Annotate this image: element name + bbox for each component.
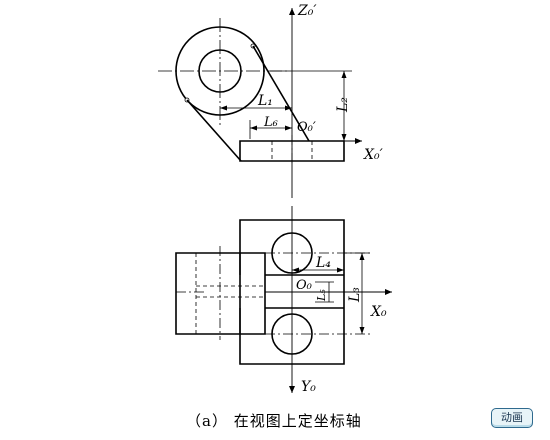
z-axis-label: Z₀′ xyxy=(297,3,317,19)
l5-label: L₅ xyxy=(315,289,328,302)
rib-edge-right xyxy=(253,46,309,141)
cylinder-projection xyxy=(176,253,265,334)
y-axis-label: Y₀ xyxy=(301,379,316,395)
x-axis-top-label: X₀ xyxy=(370,304,387,320)
origin-top-label: O₀ xyxy=(296,278,313,293)
figure-caption: （a） 在视图上定坐标轴 xyxy=(186,412,362,430)
cylinder-bore-circle xyxy=(199,50,241,92)
l4-label: L₄ xyxy=(315,255,331,271)
rib-edge-left xyxy=(187,100,241,161)
l2-label: L₂ xyxy=(335,97,351,113)
x-axis-front-label: X₀′ xyxy=(363,147,384,163)
l6-label: L₆ xyxy=(263,115,278,130)
origin-front-label: O₀′ xyxy=(297,120,316,135)
l1-label: L₁ xyxy=(257,93,273,109)
cylinder-outer-circle xyxy=(176,27,264,115)
l3-label: L₃ xyxy=(347,287,363,303)
animate-button[interactable]: 动画 xyxy=(491,408,533,428)
front-view xyxy=(158,8,362,198)
top-view xyxy=(176,206,392,393)
